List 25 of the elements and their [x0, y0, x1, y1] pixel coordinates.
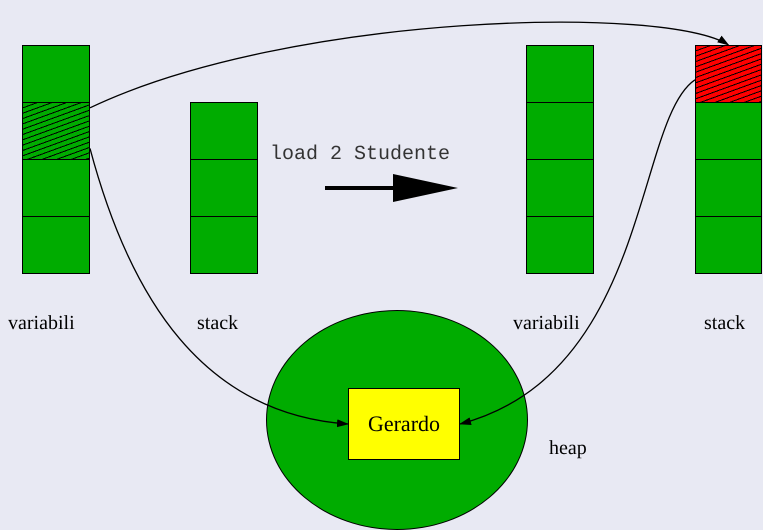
object-box: Gerardo: [348, 388, 460, 460]
memory-cell: [695, 102, 762, 160]
heap-label: heap: [549, 437, 587, 460]
memory-cell: [190, 216, 258, 274]
column-label: variabili: [513, 312, 580, 335]
memory-cell: [190, 102, 258, 160]
memory-cell: [22, 216, 90, 274]
instruction-label: load 2 Studente: [270, 143, 450, 166]
column-label: stack: [197, 312, 238, 335]
hatched-memory-cell: [695, 45, 762, 103]
memory-cell: [695, 159, 762, 217]
memory-cell: [526, 102, 594, 160]
column-label: variabili: [8, 312, 75, 335]
memory-cell: [22, 45, 90, 103]
memory-cell: [190, 159, 258, 217]
memory-cell: [22, 159, 90, 217]
memory-cell: [695, 216, 762, 274]
reference-arrow: [89, 148, 349, 426]
reference-arrow: [459, 79, 696, 425]
column-label: stack: [704, 312, 746, 335]
memory-cell: [526, 45, 594, 103]
memory-cell: [526, 216, 594, 274]
reference-arrow: [90, 22, 730, 108]
memory-cell: [526, 159, 594, 217]
hatched-memory-cell: [22, 102, 90, 160]
